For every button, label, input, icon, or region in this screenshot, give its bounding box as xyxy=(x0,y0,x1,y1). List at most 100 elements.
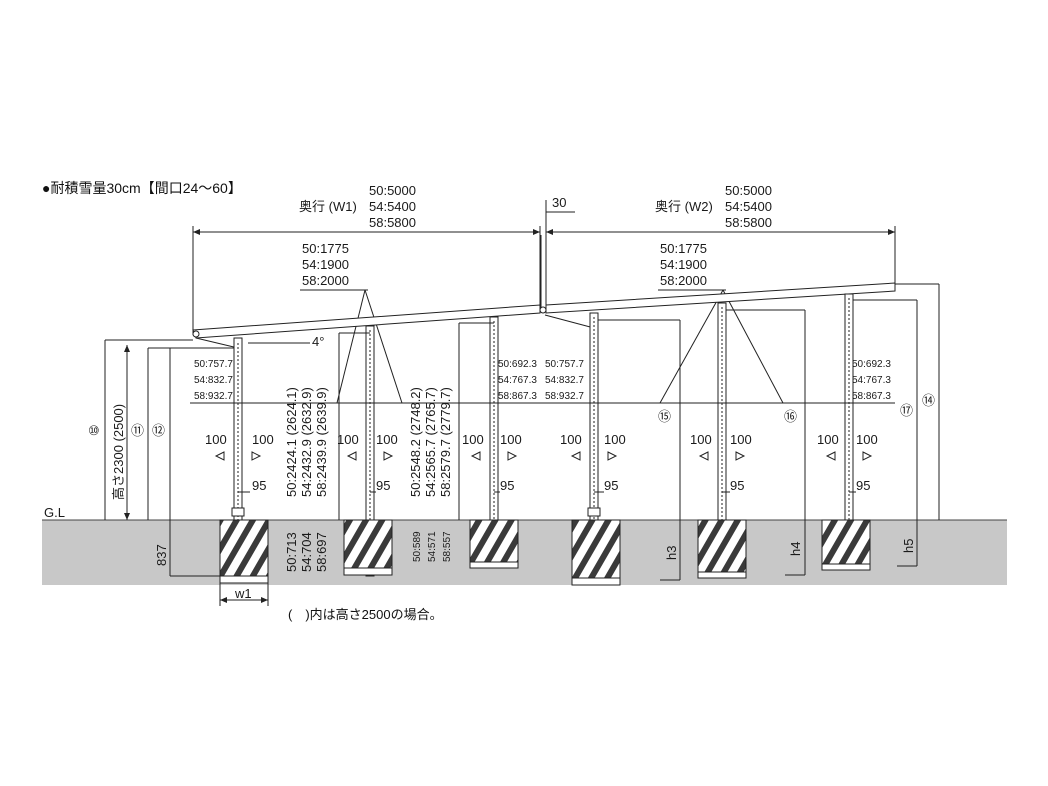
svg-text:58:557: 58:557 xyxy=(442,531,453,562)
brace-center xyxy=(544,314,595,329)
depth-dimension-w2 xyxy=(545,200,896,310)
svg-text:58:697: 58:697 xyxy=(314,532,329,572)
foundation-5 xyxy=(697,519,747,573)
svg-text:100: 100 xyxy=(376,432,398,447)
foundation-depth-label: 837 xyxy=(154,544,169,566)
brace-left xyxy=(195,337,239,349)
foundation-3-base xyxy=(469,561,519,569)
svg-text:50:2424.1 (2624.1): 50:2424.1 (2624.1) xyxy=(284,387,299,497)
svg-text:50:757.7: 50:757.7 xyxy=(545,359,584,370)
svg-text:95: 95 xyxy=(252,478,266,493)
svg-text:95: 95 xyxy=(604,478,618,493)
span-right-leader-b xyxy=(722,289,784,404)
w1-label: w1 xyxy=(234,586,252,601)
foundation-4-base xyxy=(571,577,621,586)
post-height-a: 50:2424.1 (2624.1) 54:2432.9 (2632.9) 58… xyxy=(284,387,329,497)
svg-text:100: 100 xyxy=(856,432,878,447)
foundation-1-base xyxy=(219,575,269,584)
foundation-6 xyxy=(821,519,871,565)
svg-text:58:2579.7 (2779.7): 58:2579.7 (2779.7) xyxy=(438,387,453,497)
foundation-2-base xyxy=(343,567,393,576)
w1-dim-50: 50:5000 xyxy=(369,183,416,198)
span-right-50: 50:1775 xyxy=(660,241,707,256)
circle-16: ⑯ xyxy=(784,409,797,424)
offset-labels-post-3: 100 100 95 xyxy=(462,432,522,493)
svg-text:100: 100 xyxy=(690,432,712,447)
svg-text:50:692.3: 50:692.3 xyxy=(498,359,537,370)
depth-dimension-w1 xyxy=(192,226,541,335)
w2-prefix: 奥行 (W2) xyxy=(655,199,713,214)
svg-text:100: 100 xyxy=(560,432,582,447)
svg-text:54:571: 54:571 xyxy=(427,531,438,562)
span-left-50: 50:1775 xyxy=(302,241,349,256)
svg-text:100: 100 xyxy=(205,432,227,447)
angle-label: 4° xyxy=(312,334,324,349)
span-right-54: 54:1900 xyxy=(660,257,707,272)
circle-10: ⑩ xyxy=(88,423,100,438)
w2-dim-50: 50:5000 xyxy=(725,183,772,198)
offset-labels-post-4: 100 100 95 xyxy=(560,432,626,493)
post-overhang-a: 50:757.7 54:832.7 58:932.7 xyxy=(194,359,233,402)
foundation-6-base xyxy=(821,563,871,571)
svg-text:50:757.7: 50:757.7 xyxy=(194,359,233,370)
height-label: 高さ2300 (2500) xyxy=(111,404,126,500)
svg-text:54:832.7: 54:832.7 xyxy=(545,375,584,386)
svg-text:58:867.3: 58:867.3 xyxy=(498,391,537,402)
svg-text:100: 100 xyxy=(462,432,484,447)
svg-text:50:713: 50:713 xyxy=(284,532,299,572)
w1-dim-54: 54:5400 xyxy=(369,199,416,214)
span-left-54: 54:1900 xyxy=(302,257,349,272)
joint-bolt-left xyxy=(192,330,200,338)
svg-text:95: 95 xyxy=(856,478,870,493)
svg-text:54:704: 54:704 xyxy=(299,532,314,572)
svg-text:100: 100 xyxy=(730,432,752,447)
svg-text:100: 100 xyxy=(817,432,839,447)
joint-bolt-center xyxy=(539,306,547,314)
height-dimension-lines xyxy=(104,339,234,577)
span-right-58: 58:2000 xyxy=(660,273,707,288)
svg-text:50:589: 50:589 xyxy=(412,531,423,562)
post-overhang-c: 50:757.7 54:832.7 58:932.7 xyxy=(545,359,584,402)
svg-text:95: 95 xyxy=(376,478,390,493)
offset-labels-post-1: 100 100 95 xyxy=(205,432,274,493)
svg-text:100: 100 xyxy=(252,432,274,447)
w2-dim-54: 54:5400 xyxy=(725,199,772,214)
svg-text:54:2432.9 (2632.9): 54:2432.9 (2632.9) xyxy=(299,387,314,497)
ground-label: G.L xyxy=(44,505,65,520)
span-left-leader-a xyxy=(336,289,366,404)
h4-label: h4 xyxy=(788,542,803,556)
post-overhang-b: 50:692.3 54:767.3 58:867.3 xyxy=(498,359,537,402)
foundation-3 xyxy=(469,519,519,563)
svg-text:54:832.7: 54:832.7 xyxy=(194,375,233,386)
gap-label: 30 xyxy=(552,195,566,210)
svg-text:54:2565.7 (2765.7): 54:2565.7 (2765.7) xyxy=(423,387,438,497)
foundation-4 xyxy=(571,519,621,579)
circle-11: ⑪ xyxy=(131,423,144,438)
foundation-5-base xyxy=(697,571,747,579)
height-dim-lines-posts xyxy=(338,283,940,581)
svg-text:95: 95 xyxy=(500,478,514,493)
svg-text:100: 100 xyxy=(337,432,359,447)
w1-dim-58: 58:5800 xyxy=(369,215,416,230)
diagram-title: ●耐積雪量30cm【間口24～60】 xyxy=(42,180,242,196)
svg-text:58:932.7: 58:932.7 xyxy=(194,391,233,402)
circle-17: ⑰ xyxy=(900,403,913,418)
post-overhang-d: 50:692.3 54:767.3 58:867.3 xyxy=(852,359,891,402)
foundation-1 xyxy=(219,519,269,577)
foundation-2 xyxy=(343,519,393,569)
svg-text:54:767.3: 54:767.3 xyxy=(498,375,537,386)
offset-labels-post-6: 100 100 95 xyxy=(817,432,878,493)
svg-text:58:867.3: 58:867.3 xyxy=(852,391,891,402)
span-left-58: 58:2000 xyxy=(302,273,349,288)
svg-text:58:2439.9 (2639.9): 58:2439.9 (2639.9) xyxy=(314,387,329,497)
span-left-leader-b xyxy=(364,289,403,404)
post-height-b: 50:2548.2 (2748.2) 54:2565.7 (2765.7) 58… xyxy=(408,387,453,497)
h3-label: h3 xyxy=(664,546,679,560)
svg-text:100: 100 xyxy=(604,432,626,447)
circle-15: ⑮ xyxy=(658,409,671,424)
post-depth-a: 50:713 54:704 58:697 xyxy=(284,532,329,572)
offset-labels-post-5: 100 100 95 xyxy=(690,432,752,493)
h5-label: h5 xyxy=(901,539,916,553)
